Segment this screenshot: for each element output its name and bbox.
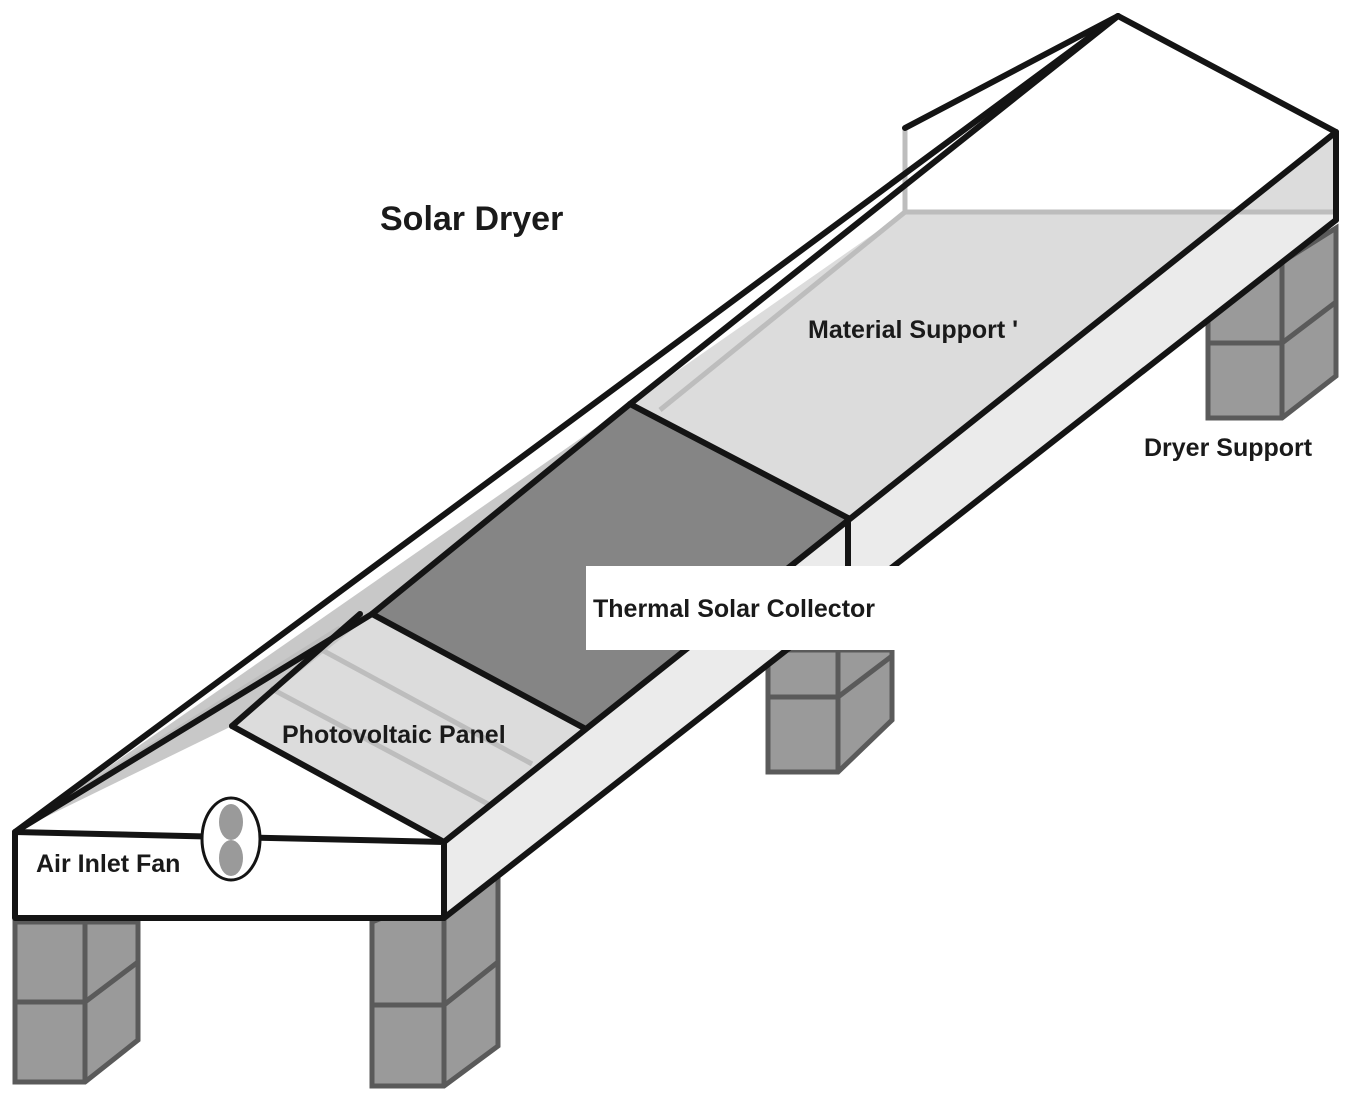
label-air-inlet-fan: Air Inlet Fan [36, 850, 180, 878]
guide-lines [53, 128, 1336, 809]
label-dryer-support: Dryer Support [1144, 434, 1313, 462]
diagram-title: Solar Dryer [380, 200, 563, 238]
dryer-side-wall [444, 132, 1336, 918]
material-support-area [630, 132, 1336, 518]
roof-left-slope [15, 404, 630, 832]
label-thermal-solar-collector: Thermal Solar Collector [593, 595, 875, 623]
label-box-thermal [586, 566, 908, 650]
dryer-support-front-left [12, 919, 141, 1085]
fan-icon [200, 796, 262, 882]
dryer-support-back [1205, 223, 1339, 421]
photovoltaic-panel [232, 614, 584, 842]
dryer-support-middle [765, 647, 895, 775]
label-material-support: Material Support ' [808, 316, 1018, 344]
dryer-support-front-right [369, 866, 501, 1089]
label-photovoltaic-panel: Photovoltaic Panel [282, 721, 506, 749]
